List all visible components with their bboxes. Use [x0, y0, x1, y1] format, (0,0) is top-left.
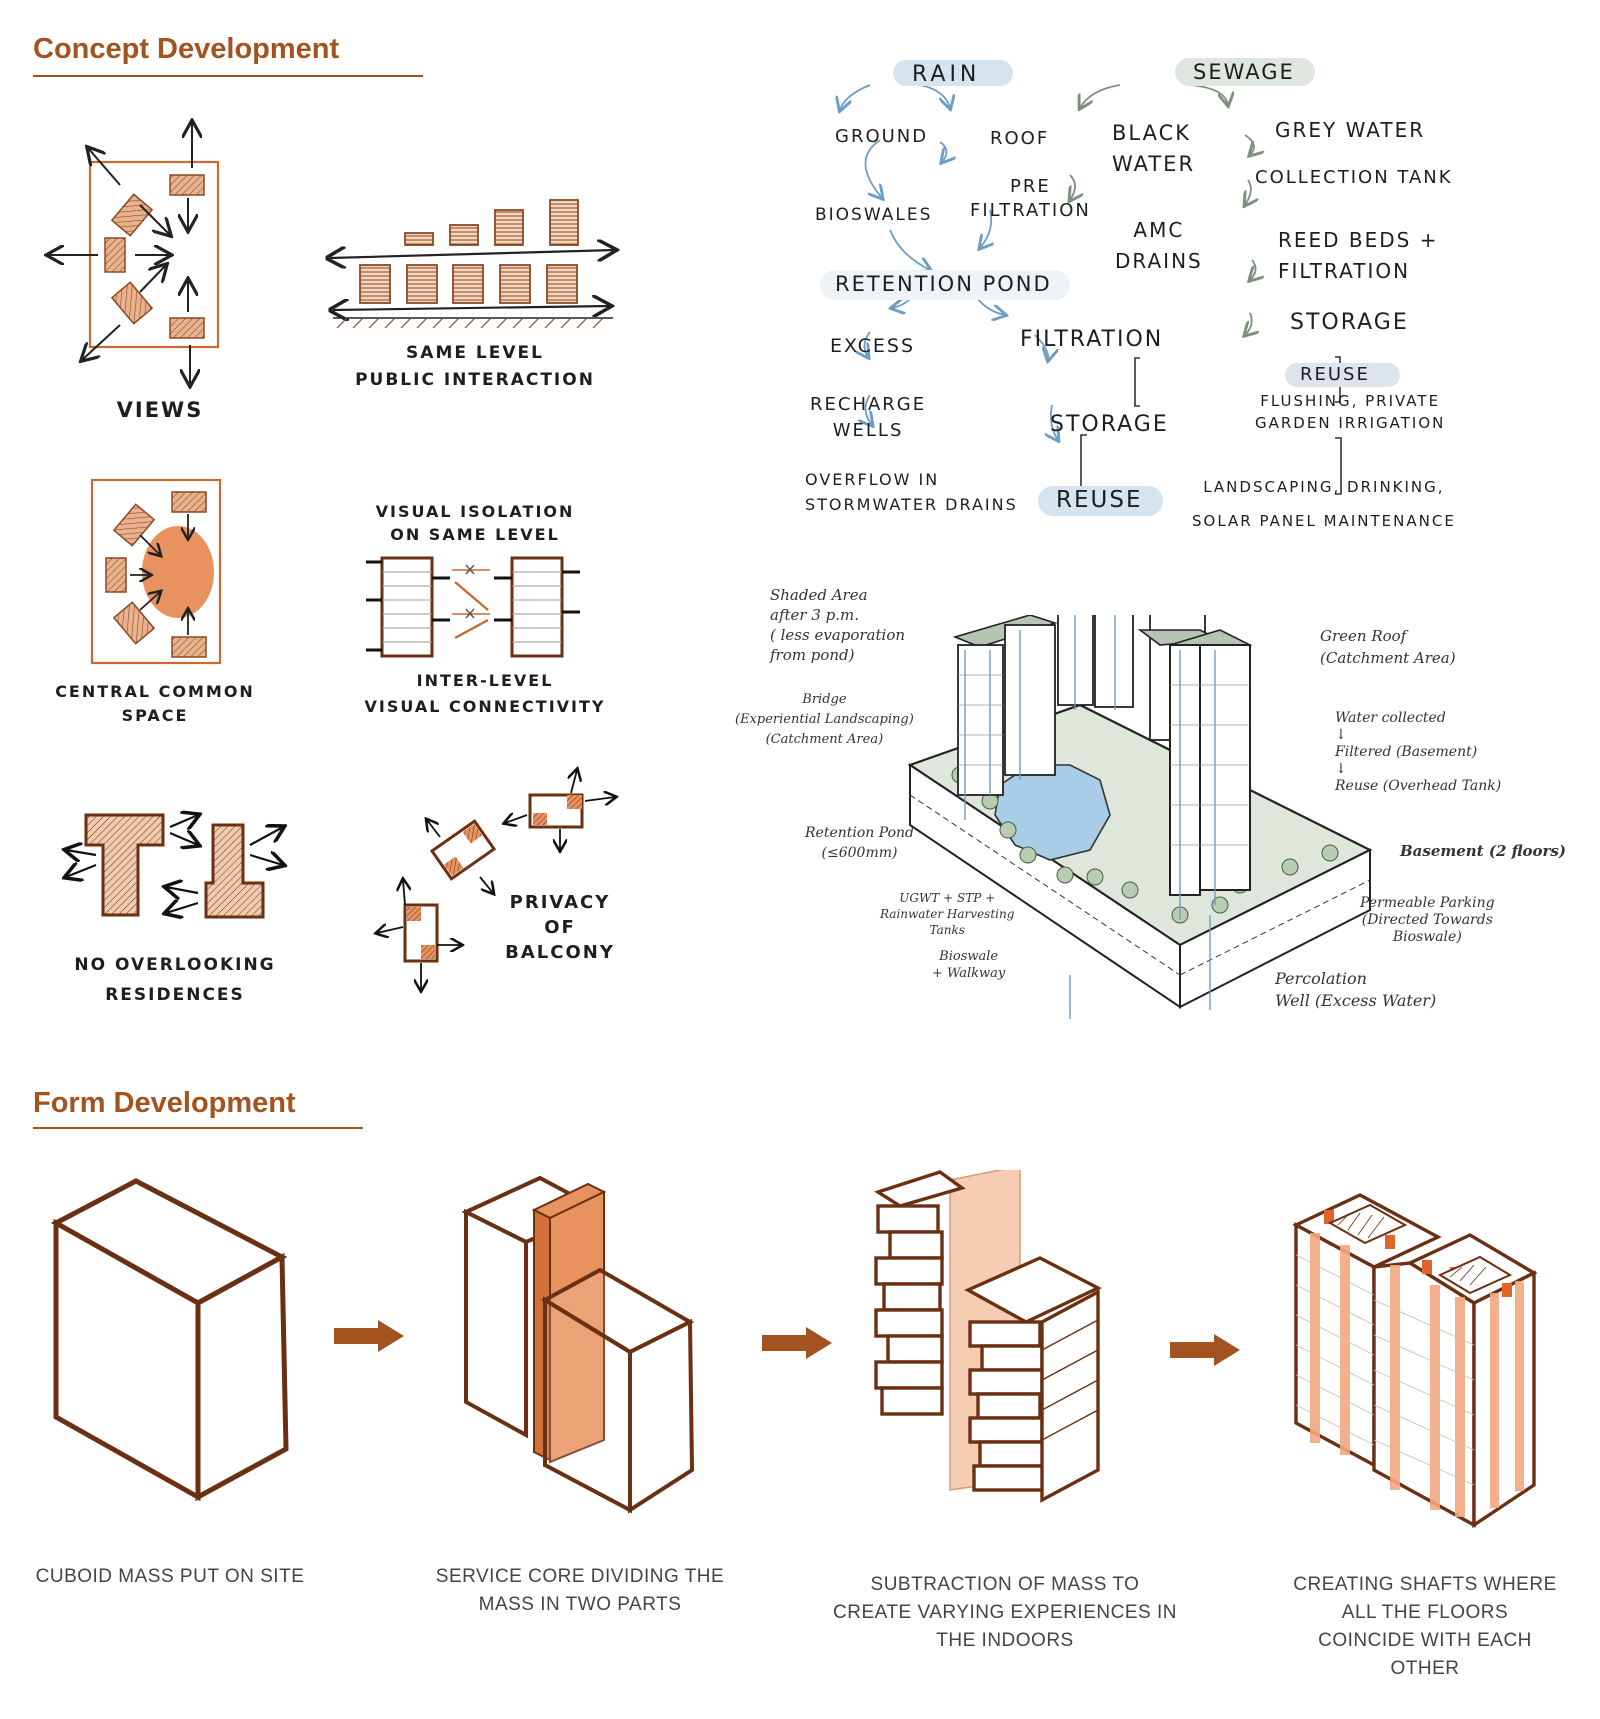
sewage-label: SEWAGE: [1193, 60, 1295, 84]
sewage-pill: [1175, 58, 1315, 86]
ugwt-note: UGWT + STP + Rainwater Harvesting Tanks: [880, 891, 1015, 937]
rain-label: RAIN: [912, 62, 981, 87]
privacy-balcony-diagram: [365, 765, 635, 1005]
shaded-area-note: Shaded Area after 3 p.m. ( less evaporat…: [770, 586, 906, 664]
form-step-2-caption: SERVICE CORE DIVIDING THE MASS IN TWO PA…: [435, 1566, 725, 1615]
concept-title-underline: [33, 75, 423, 77]
inter-level-caption: INTER-LEVEL VISUAL CONNECTIVITY: [364, 671, 606, 716]
retention-pond-note: Retention Pond (≤600mm): [805, 825, 915, 861]
form-step-2-service-core: [461, 1175, 695, 1514]
reuse-label: REUSE: [1056, 487, 1143, 513]
bioswale-note: Bioswale + Walkway: [932, 949, 1006, 981]
percolation-note: Percolation Well (Excess Water): [1275, 969, 1437, 1010]
ground-label: GROUND: [835, 126, 929, 147]
black-water-label: BLACK WATER: [1112, 121, 1196, 176]
form-arrow-1: [334, 1320, 404, 1352]
concept-section-title: Concept Development: [33, 33, 340, 65]
excess-label: EXCESS: [830, 335, 916, 357]
form-step-4-shafts: [1292, 1193, 1538, 1529]
views-caption: VIEWS: [116, 398, 204, 422]
form-arrow-2: [762, 1327, 832, 1359]
form-arrow-3: [1170, 1334, 1240, 1366]
permeable-parking-note: Permeable Parking (Directed Towards Bios…: [1360, 895, 1495, 945]
form-step-3-subtraction: [874, 1170, 1102, 1503]
pre-filtration-label: PRE FILTRATION: [970, 176, 1091, 221]
reuse-pill: [1038, 486, 1163, 516]
inter-level-diagram: [366, 556, 580, 658]
water-collected-note: Water collected ↓ Filtered (Basement) ↓ …: [1335, 710, 1502, 794]
reuse-detail-label: LANDSCAPING, DRINKING, SOLAR PANEL MAINT…: [1192, 478, 1456, 530]
central-space-diagram: [90, 478, 222, 665]
form-step-1-caption: CUBOID MASS PUT ON SITE: [35, 1566, 305, 1587]
visual-isolation-caption: VISUAL ISOLATION ON SAME LEVEL: [375, 502, 575, 544]
same-level-diagram: [325, 199, 625, 329]
privacy-balcony-caption: PRIVACY OF BALCONY: [505, 892, 615, 963]
reuse2-label: REUSE: [1300, 364, 1370, 385]
filtration-label: FILTRATION: [1020, 327, 1164, 352]
recharge-wells-label: RECHARGE WELLS: [810, 394, 927, 441]
storage2-label: STORAGE: [1290, 310, 1409, 335]
same-level-caption: SAME LEVEL PUBLIC INTERACTION: [355, 343, 595, 390]
retention-pond-label: RETENTION POND: [835, 272, 1052, 296]
bridge-note: Bridge (Experiential Landscaping) (Catch…: [735, 692, 914, 747]
no-overlooking-diagram: [58, 805, 298, 925]
central-space-caption: CENTRAL COMMON SPACE: [55, 682, 255, 725]
rain-pill: [893, 60, 1013, 86]
collection-tank-label: COLLECTION TANK: [1255, 167, 1453, 188]
overflow-label: OVERFLOW IN STORMWATER DRAINS: [805, 470, 1018, 514]
form-step-3-caption: SUBTRACTION OF MASS TO CREATE VARYING EX…: [833, 1574, 1177, 1651]
basement-note: Basement (2 floors): [1400, 842, 1566, 860]
form-title-underline: [33, 1127, 363, 1129]
form-step-4-caption: CREATING SHAFTS WHERE ALL THE FLOORS COI…: [1293, 1574, 1557, 1679]
amc-drains-label: AMC DRAINS: [1115, 218, 1203, 273]
form-section-title: Form Development: [33, 1087, 296, 1119]
storage-label: STORAGE: [1050, 412, 1169, 437]
reuse2-pill: [1285, 363, 1400, 387]
site-isometric-drawing: [907, 615, 1373, 1019]
roof-label: ROOF: [990, 128, 1050, 149]
bioswales-label: BIOSWALES: [815, 205, 933, 225]
views-diagram: [40, 110, 220, 390]
retention-pond-pill: [820, 270, 1070, 300]
form-step-1-cuboid: [50, 1178, 289, 1502]
grey-water-label: GREY WATER: [1275, 118, 1426, 142]
reed-beds-label: REED BEDS + FILTRATION: [1278, 228, 1439, 283]
no-overlooking-caption: NO OVERLOOKING RESIDENCES: [74, 955, 276, 1005]
reuse2-detail-label: FLUSHING, PRIVATE GARDEN IRRIGATION: [1255, 392, 1446, 432]
green-roof-note: Green Roof (Catchment Area): [1320, 627, 1456, 667]
